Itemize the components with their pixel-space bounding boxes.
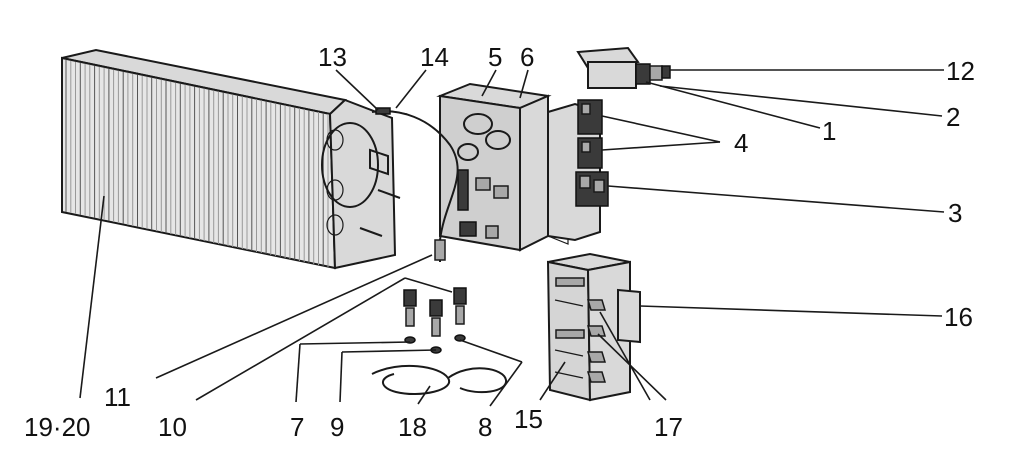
control-box [436, 82, 601, 252]
part-number-labels: 13 14 5 6 12 2 1 4 3 16 11 10 7 9 18 8 1… [24, 42, 975, 442]
label-11: 11 [104, 382, 131, 412]
label-12: 12 [946, 56, 975, 86]
leader-lines [79, 69, 945, 407]
label-2: 2 [946, 102, 960, 132]
label-4: 4 [734, 128, 748, 158]
relay-top [576, 46, 671, 89]
wire-loop [371, 364, 507, 396]
control-panel [546, 252, 641, 402]
label-16: 16 [944, 302, 973, 332]
label-18: 18 [398, 412, 427, 442]
connector-set [403, 287, 467, 354]
label-17: 17 [654, 412, 683, 442]
coil-assembly [61, 48, 401, 270]
label-10: 10 [158, 412, 187, 442]
sensor-wire [371, 107, 459, 241]
label-14: 14 [420, 42, 449, 72]
label-19-20: 19·20 [24, 412, 91, 442]
label-8: 8 [478, 412, 492, 442]
label-9: 9 [330, 412, 344, 442]
label-6: 6 [520, 42, 534, 72]
label-15: 15 [514, 404, 543, 434]
label-3: 3 [948, 198, 962, 228]
label-1: 1 [822, 116, 836, 146]
label-7: 7 [290, 412, 304, 442]
terminal-blocks [575, 99, 609, 207]
label-5: 5 [488, 42, 502, 72]
sensor-probe [434, 239, 446, 262]
label-13: 13 [318, 42, 347, 72]
